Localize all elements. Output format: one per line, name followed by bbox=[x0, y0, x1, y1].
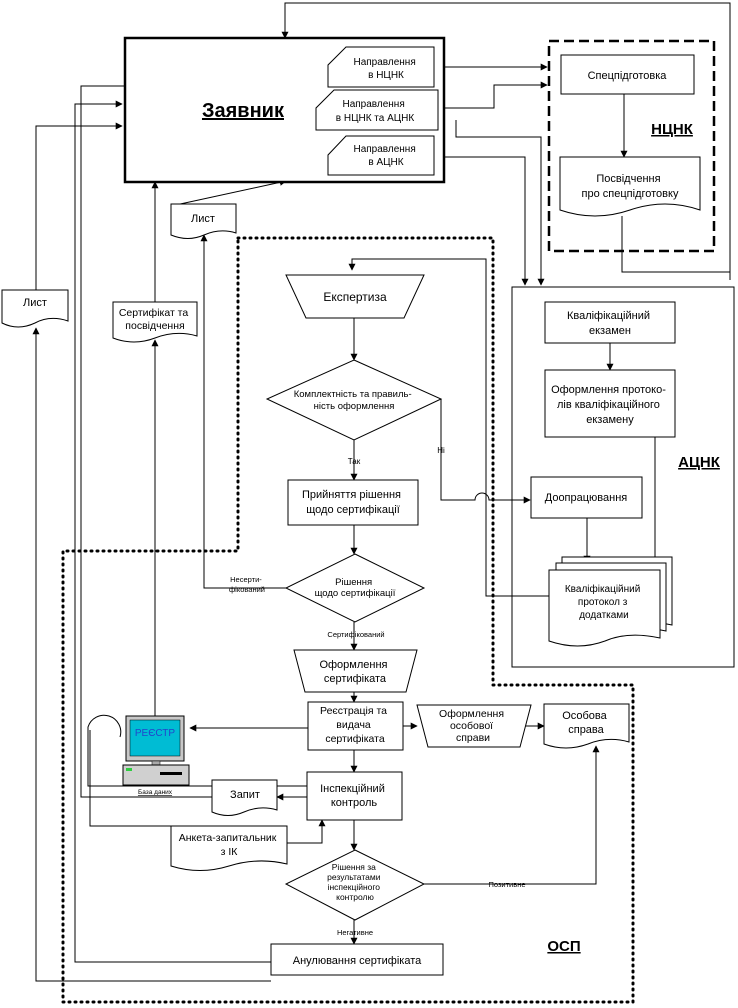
qualification-protocol-doc bbox=[548, 569, 661, 647]
questionnaire-label: Анкета-запитальник з ІК bbox=[179, 832, 280, 858]
inspection-decision-diamond bbox=[284, 849, 426, 921]
qualification-exam-box bbox=[544, 301, 676, 344]
letter-left-doc bbox=[1, 289, 69, 328]
referral-ncnk-acnk-doc bbox=[315, 89, 439, 131]
acnk-region bbox=[511, 286, 735, 668]
registry-computer-icon bbox=[122, 715, 190, 786]
inspection-box bbox=[306, 771, 403, 821]
referral-acnk-label: Направлення в АЦНК bbox=[353, 144, 418, 168]
certification-decision-label: Рішення щодо сертифікації bbox=[315, 577, 396, 599]
database-caption: База даних bbox=[138, 789, 173, 796]
certified-label: Сертифікований bbox=[327, 630, 384, 639]
expertise-label: Експертиза bbox=[323, 290, 387, 304]
exam-protocol-form-label: Оформлення протоко- лів кваліфікаційного… bbox=[551, 384, 669, 426]
completeness-check-diamond bbox=[265, 359, 443, 441]
certificate-and-id-doc bbox=[112, 301, 198, 343]
certification-decision-diamond bbox=[284, 553, 426, 623]
rework-box bbox=[530, 476, 643, 519]
personal-case-label: Особова справа bbox=[562, 710, 610, 736]
special-training-box bbox=[560, 54, 695, 95]
positive-label: Позитивне bbox=[488, 880, 525, 889]
registration-box bbox=[307, 701, 404, 751]
training-certificate-doc bbox=[559, 156, 701, 217]
case-formalization-label: Оформлення особової справи bbox=[439, 708, 507, 744]
referral-acnk-doc bbox=[327, 135, 435, 176]
completeness-check-label: Комплектність та правиль- ність оформлен… bbox=[294, 389, 415, 412]
osp-region-title: ОСП bbox=[547, 938, 580, 955]
cancellation-label: Анулювання сертифіката bbox=[293, 955, 422, 967]
acnk-region-title: АЦНК bbox=[678, 454, 721, 471]
rework-label: Доопрацювання bbox=[545, 492, 628, 504]
registration-label: Реєстрація та видача сертифіката bbox=[320, 705, 390, 745]
request-label: Запит bbox=[230, 789, 260, 801]
case-formalization-box bbox=[416, 704, 532, 748]
decision-making-box bbox=[287, 479, 419, 526]
exam-protocol-form-box bbox=[544, 369, 676, 438]
no-branch-label: Ні bbox=[437, 446, 445, 455]
referral-ncnk-acnk-label: Направлення в НЦНК та АЦНК bbox=[336, 99, 415, 124]
qualification-protocol-label: Кваліфікаційний протокол з додатками bbox=[565, 583, 643, 621]
osp-region bbox=[61, 236, 635, 1004]
inspection-decision-label: Рішення за результатами інспекційного ко… bbox=[327, 862, 383, 902]
special-training-label: Спецпідготовка bbox=[588, 70, 668, 82]
cancellation-box bbox=[270, 943, 444, 976]
training-certificate-label: Посвідчення про спецпідготовку bbox=[582, 173, 679, 200]
registry-screen-label: РЕЄСТР bbox=[135, 728, 176, 739]
not-certified-label: Несерти- фікований bbox=[229, 575, 265, 594]
personal-case-doc bbox=[543, 703, 630, 749]
inspection-label: Інспекційний контроль bbox=[320, 783, 388, 809]
expertise-box bbox=[285, 274, 425, 319]
yes-branch-label: Так bbox=[348, 457, 361, 466]
decision-making-label: Прийняття рішення щодо сертифікації bbox=[302, 489, 404, 516]
negative-label: Негативне bbox=[337, 928, 373, 937]
cert-formalization-label: Оформлення сертифіката bbox=[319, 659, 390, 685]
questionnaire-doc bbox=[170, 825, 288, 871]
certificate-and-id-label: Сертифікат та посвідчення bbox=[119, 307, 191, 332]
qualification-exam-label: Кваліфікаційний екзамен bbox=[567, 310, 653, 337]
letter-left-label: Лист bbox=[23, 297, 47, 309]
referral-ncnk-label: Направлення в НЦНК bbox=[353, 57, 418, 81]
applicant-title: Заявник bbox=[202, 100, 285, 122]
ncnk-region-title: НЦНК bbox=[651, 121, 694, 138]
cert-formalization-box bbox=[293, 649, 418, 693]
referral-ncnk-doc bbox=[327, 46, 435, 88]
letter-top-doc bbox=[170, 203, 237, 239]
letter-top-label: Лист bbox=[191, 213, 215, 225]
ncnk-region bbox=[547, 39, 716, 253]
request-doc bbox=[211, 779, 278, 816]
